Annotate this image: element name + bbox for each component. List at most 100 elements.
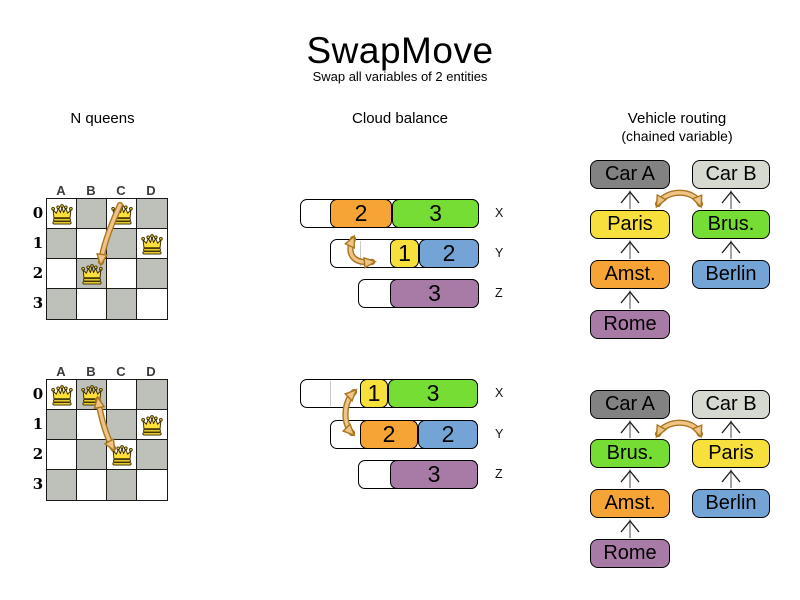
- board-cell: [47, 410, 77, 440]
- computer-label: X: [495, 386, 504, 400]
- chain-arrow: [620, 290, 640, 309]
- queen-icon: [51, 204, 73, 225]
- board-cell: [137, 259, 167, 289]
- board-cell: [47, 229, 77, 259]
- queen-icon: [81, 385, 103, 406]
- board-cell: [77, 410, 107, 440]
- swap-arrow-vehicle-before: [654, 189, 704, 209]
- cloud-process-block: 3: [390, 460, 478, 489]
- ghost-line: [330, 381, 331, 406]
- board-column-label: A: [56, 183, 66, 198]
- cloud-process-block: 1: [390, 239, 419, 268]
- board-column-label: C: [116, 364, 126, 379]
- computer-label: Z: [495, 467, 503, 481]
- board-cell: [107, 229, 137, 259]
- computer-label: X: [495, 206, 504, 220]
- board-cell: [47, 259, 77, 289]
- board-cell: [137, 289, 167, 319]
- board-column-label: C: [116, 183, 126, 198]
- diagram-title: SwapMove: [306, 30, 494, 71]
- chain-box-berlin: Berlin: [692, 260, 770, 289]
- board-cell: [47, 440, 77, 470]
- board-row-labels: 0 1 2 3: [30, 379, 46, 501]
- board-column-label: A: [56, 364, 66, 379]
- section-header-vehicle-line2: (chained variable): [621, 128, 733, 144]
- board-cell: [47, 199, 77, 229]
- board-cell: [107, 470, 137, 500]
- board-cell: [137, 229, 167, 259]
- board-cell: [137, 440, 167, 470]
- chain-box-paris: Paris: [692, 439, 770, 468]
- chain-box-car-b: Car B: [692, 390, 770, 419]
- board-cell: [137, 470, 167, 500]
- board-row-label: 2: [32, 445, 44, 463]
- chain-box-berlin: Berlin: [692, 489, 770, 518]
- cloud-process-block: 2: [418, 420, 478, 449]
- section-header-vehicle-line1: Vehicle routing: [627, 110, 727, 127]
- queen-icon: [81, 264, 103, 285]
- board-cell: [77, 229, 107, 259]
- chain-box-brus: Brus.: [590, 439, 670, 468]
- section-header-cloud: Cloud balance: [352, 110, 448, 127]
- chain-arrow: [620, 240, 640, 259]
- chain-arrow: [620, 469, 640, 488]
- chain-box-amst: Amst.: [590, 489, 670, 518]
- cloud-process-block: 2: [419, 239, 479, 268]
- board-cell: [137, 199, 167, 229]
- board-row-label: 2: [32, 264, 44, 282]
- chain-box-amst: Amst.: [590, 260, 670, 289]
- computer-label: Z: [495, 286, 503, 300]
- board-column-label: D: [146, 183, 156, 198]
- board-column-labels: A B C D: [46, 183, 168, 198]
- cloud-process-block: 3: [390, 279, 479, 308]
- board-row-label: 1: [32, 415, 44, 433]
- board-row-label: 3: [32, 294, 44, 312]
- chain-box-rome: Rome: [590, 539, 670, 568]
- board-row-label: 3: [32, 475, 44, 493]
- section-header-vehicle: Vehicle routing (chained variable): [588, 110, 766, 144]
- chain-box-brus: Brus.: [692, 210, 770, 239]
- board-column-label: B: [86, 364, 96, 379]
- cloud-process-block: 3: [392, 199, 479, 228]
- queen-icon: [111, 445, 133, 466]
- board-cell: [77, 199, 107, 229]
- cloud-process-block: 3: [388, 379, 478, 408]
- chain-box-car-a: Car A: [590, 160, 670, 189]
- queen-icon: [141, 415, 163, 436]
- chain-arrow: [620, 519, 640, 538]
- board-cell: [107, 380, 137, 410]
- board-cell: [137, 380, 167, 410]
- cloud-process-block: 1: [360, 379, 388, 408]
- section-header-nqueens: N queens: [70, 110, 135, 127]
- chain-arrow: [721, 469, 741, 488]
- board-cell: [107, 440, 137, 470]
- diagram-subtitle: Swap all variables of 2 entities: [312, 69, 488, 84]
- cloud-process-block: 2: [330, 199, 392, 228]
- chain-arrow: [721, 240, 741, 259]
- board-row-label: 0: [32, 385, 44, 403]
- board-cell: [137, 410, 167, 440]
- chain-box-car-a: Car A: [590, 390, 670, 419]
- board-cell: [77, 440, 107, 470]
- board-cell: [47, 289, 77, 319]
- computer-label: Y: [495, 246, 504, 260]
- board-column-label: B: [86, 183, 96, 198]
- computer-label: Y: [495, 427, 504, 441]
- queen-icon: [141, 234, 163, 255]
- chain-arrow: [620, 420, 640, 438]
- board-cell: [77, 289, 107, 319]
- board-cell: [107, 289, 137, 319]
- ghost-line: [360, 241, 361, 266]
- board-cell: [47, 380, 77, 410]
- board-cell: [107, 259, 137, 289]
- board-row-label: 0: [32, 204, 44, 222]
- board-cell: [47, 470, 77, 500]
- chain-arrow: [721, 420, 741, 438]
- chain-box-rome: Rome: [590, 310, 670, 339]
- board-grid: [46, 379, 168, 501]
